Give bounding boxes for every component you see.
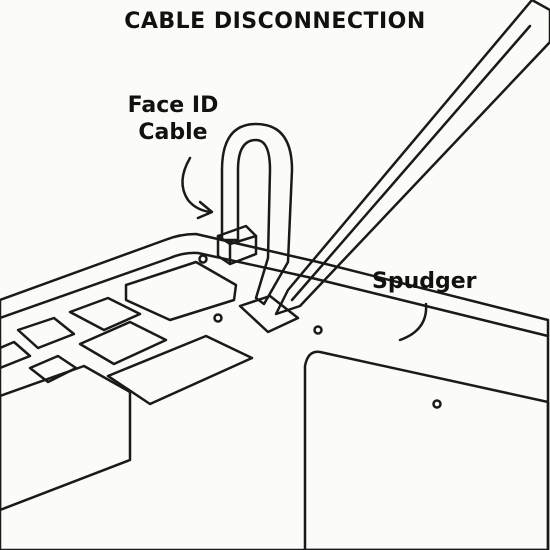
diagram-title: CABLE DISCONNECTION xyxy=(124,9,426,34)
chip-small xyxy=(16,316,76,350)
screw-hole xyxy=(432,399,442,409)
faceid-callout-arrow xyxy=(181,156,212,214)
chip-medium xyxy=(68,296,142,332)
screw-hole xyxy=(313,325,323,335)
cable-connector-plug xyxy=(216,224,258,266)
spudger-tool xyxy=(274,0,550,316)
chip-large xyxy=(124,260,238,322)
spudger-callout-line xyxy=(398,302,428,342)
frame-inner-rim xyxy=(0,251,550,338)
face-id-cable-label: Face ID Cable xyxy=(118,92,228,146)
battery-block xyxy=(0,364,132,512)
phone-frame xyxy=(0,232,550,550)
face-id-label-line1: Face ID xyxy=(127,93,219,118)
connector-socket xyxy=(238,294,300,334)
chip-long xyxy=(106,334,254,406)
frame-cutout xyxy=(303,350,550,550)
spudger-label: Spudger xyxy=(372,269,477,294)
screw-hole xyxy=(213,313,223,323)
face-id-cable xyxy=(220,122,294,306)
chip-wide xyxy=(78,320,168,366)
screw-hole xyxy=(198,254,208,264)
edge-block xyxy=(0,340,32,370)
face-id-label-line2: Cable xyxy=(138,120,208,145)
